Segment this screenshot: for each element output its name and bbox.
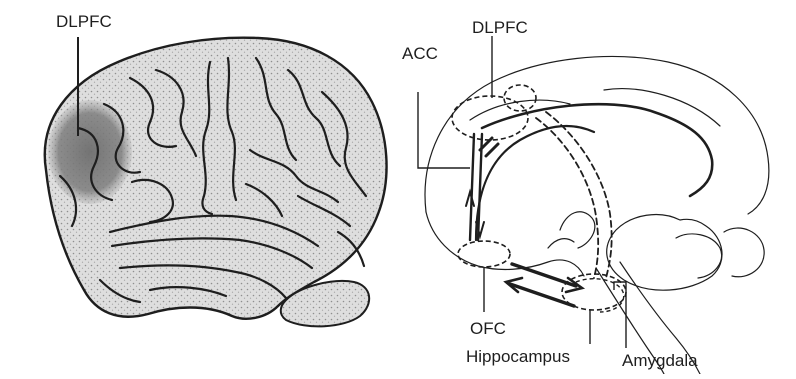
amygdala-label: Amygdala	[622, 352, 698, 369]
acc-region	[504, 85, 536, 111]
medial-frontal-base	[426, 212, 584, 276]
ofc-label: OFC	[470, 320, 506, 337]
acc-label: ACC	[402, 45, 438, 62]
circuit-pathways	[466, 104, 712, 306]
medial-cerebrum-outline	[425, 56, 769, 214]
medial-leaders	[418, 36, 626, 348]
ofc-region	[458, 241, 510, 267]
hippocampus-label: Hippocampus	[466, 348, 570, 365]
lateral-dlpfc-label: DLPFC	[56, 13, 112, 30]
medial-cerebellum	[607, 215, 722, 291]
medial-dlpfc-region	[452, 96, 528, 140]
medial-dlpfc-label: DLPFC	[472, 19, 528, 36]
amygdala-outline	[576, 279, 624, 312]
lateral-brain	[45, 38, 387, 327]
